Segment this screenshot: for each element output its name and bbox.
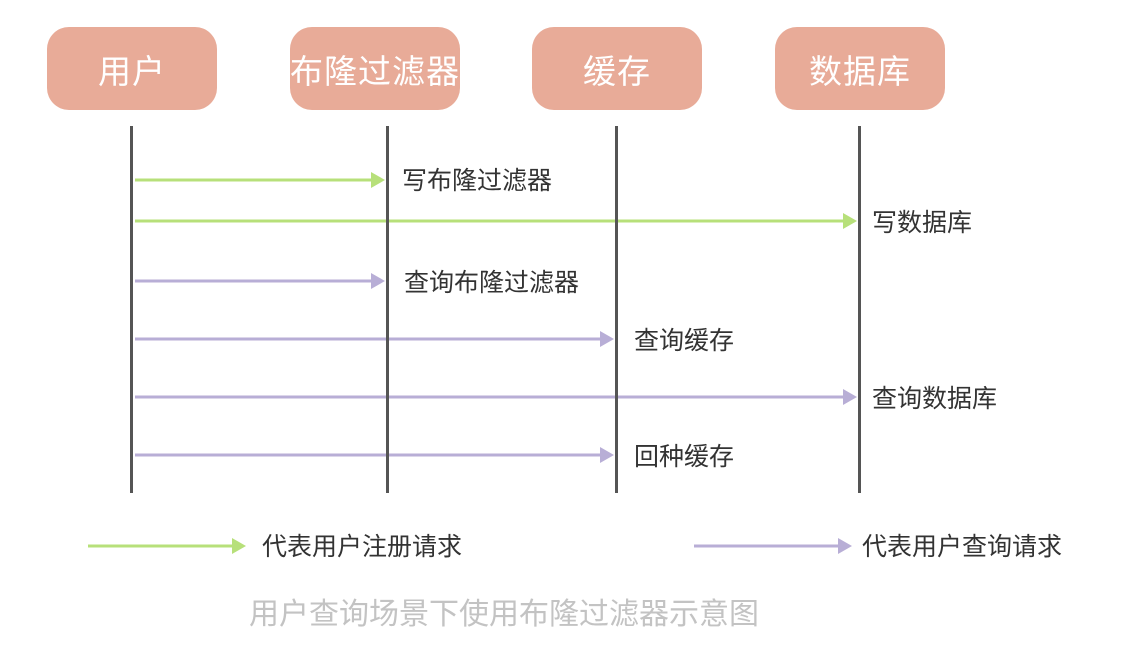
message-label-query-cache: 查询缓存 <box>634 326 735 355</box>
legend-query-label: 代表用户查询请求 <box>862 532 1063 561</box>
message-label-query-db: 查询数据库 <box>872 384 998 413</box>
message-label-refill-cache: 回种缓存 <box>634 442 735 471</box>
message-arrow-3-head <box>600 331 614 347</box>
legend-register-arrow <box>88 538 246 554</box>
lifeline-bloom-filter <box>386 126 389 493</box>
lifeline-cache <box>615 126 618 493</box>
message-arrow-4 <box>135 389 857 405</box>
actor-user: 用户 <box>47 27 217 110</box>
actor-bloom-filter: 布隆过滤器 <box>290 27 460 110</box>
legend-register-arrow-head <box>232 538 246 554</box>
message-arrow-1 <box>135 213 857 229</box>
actor-cache: 缓存 <box>532 27 702 110</box>
lifeline-user <box>130 126 133 493</box>
message-label-write-bloom: 写布隆过滤器 <box>402 166 553 195</box>
message-arrow-2 <box>135 273 385 289</box>
message-arrow-5 <box>135 447 614 463</box>
legend-query-arrow-head <box>838 538 852 554</box>
message-label-write-db: 写数据库 <box>872 208 973 237</box>
legend-query-arrow <box>694 538 852 554</box>
message-arrow-4-head <box>843 389 857 405</box>
lifeline-database <box>858 126 861 493</box>
message-label-query-bloom: 查询布隆过滤器 <box>404 268 580 297</box>
message-arrow-3 <box>135 331 614 347</box>
message-arrow-0 <box>135 172 385 188</box>
actor-database: 数据库 <box>775 27 945 110</box>
message-arrow-5-head <box>600 447 614 463</box>
message-arrow-1-head <box>843 213 857 229</box>
message-arrow-2-head <box>371 273 385 289</box>
diagram-caption: 用户查询场景下使用布隆过滤器示意图 <box>249 597 759 632</box>
message-arrow-0-head <box>371 172 385 188</box>
legend-register-label: 代表用户注册请求 <box>262 532 463 561</box>
